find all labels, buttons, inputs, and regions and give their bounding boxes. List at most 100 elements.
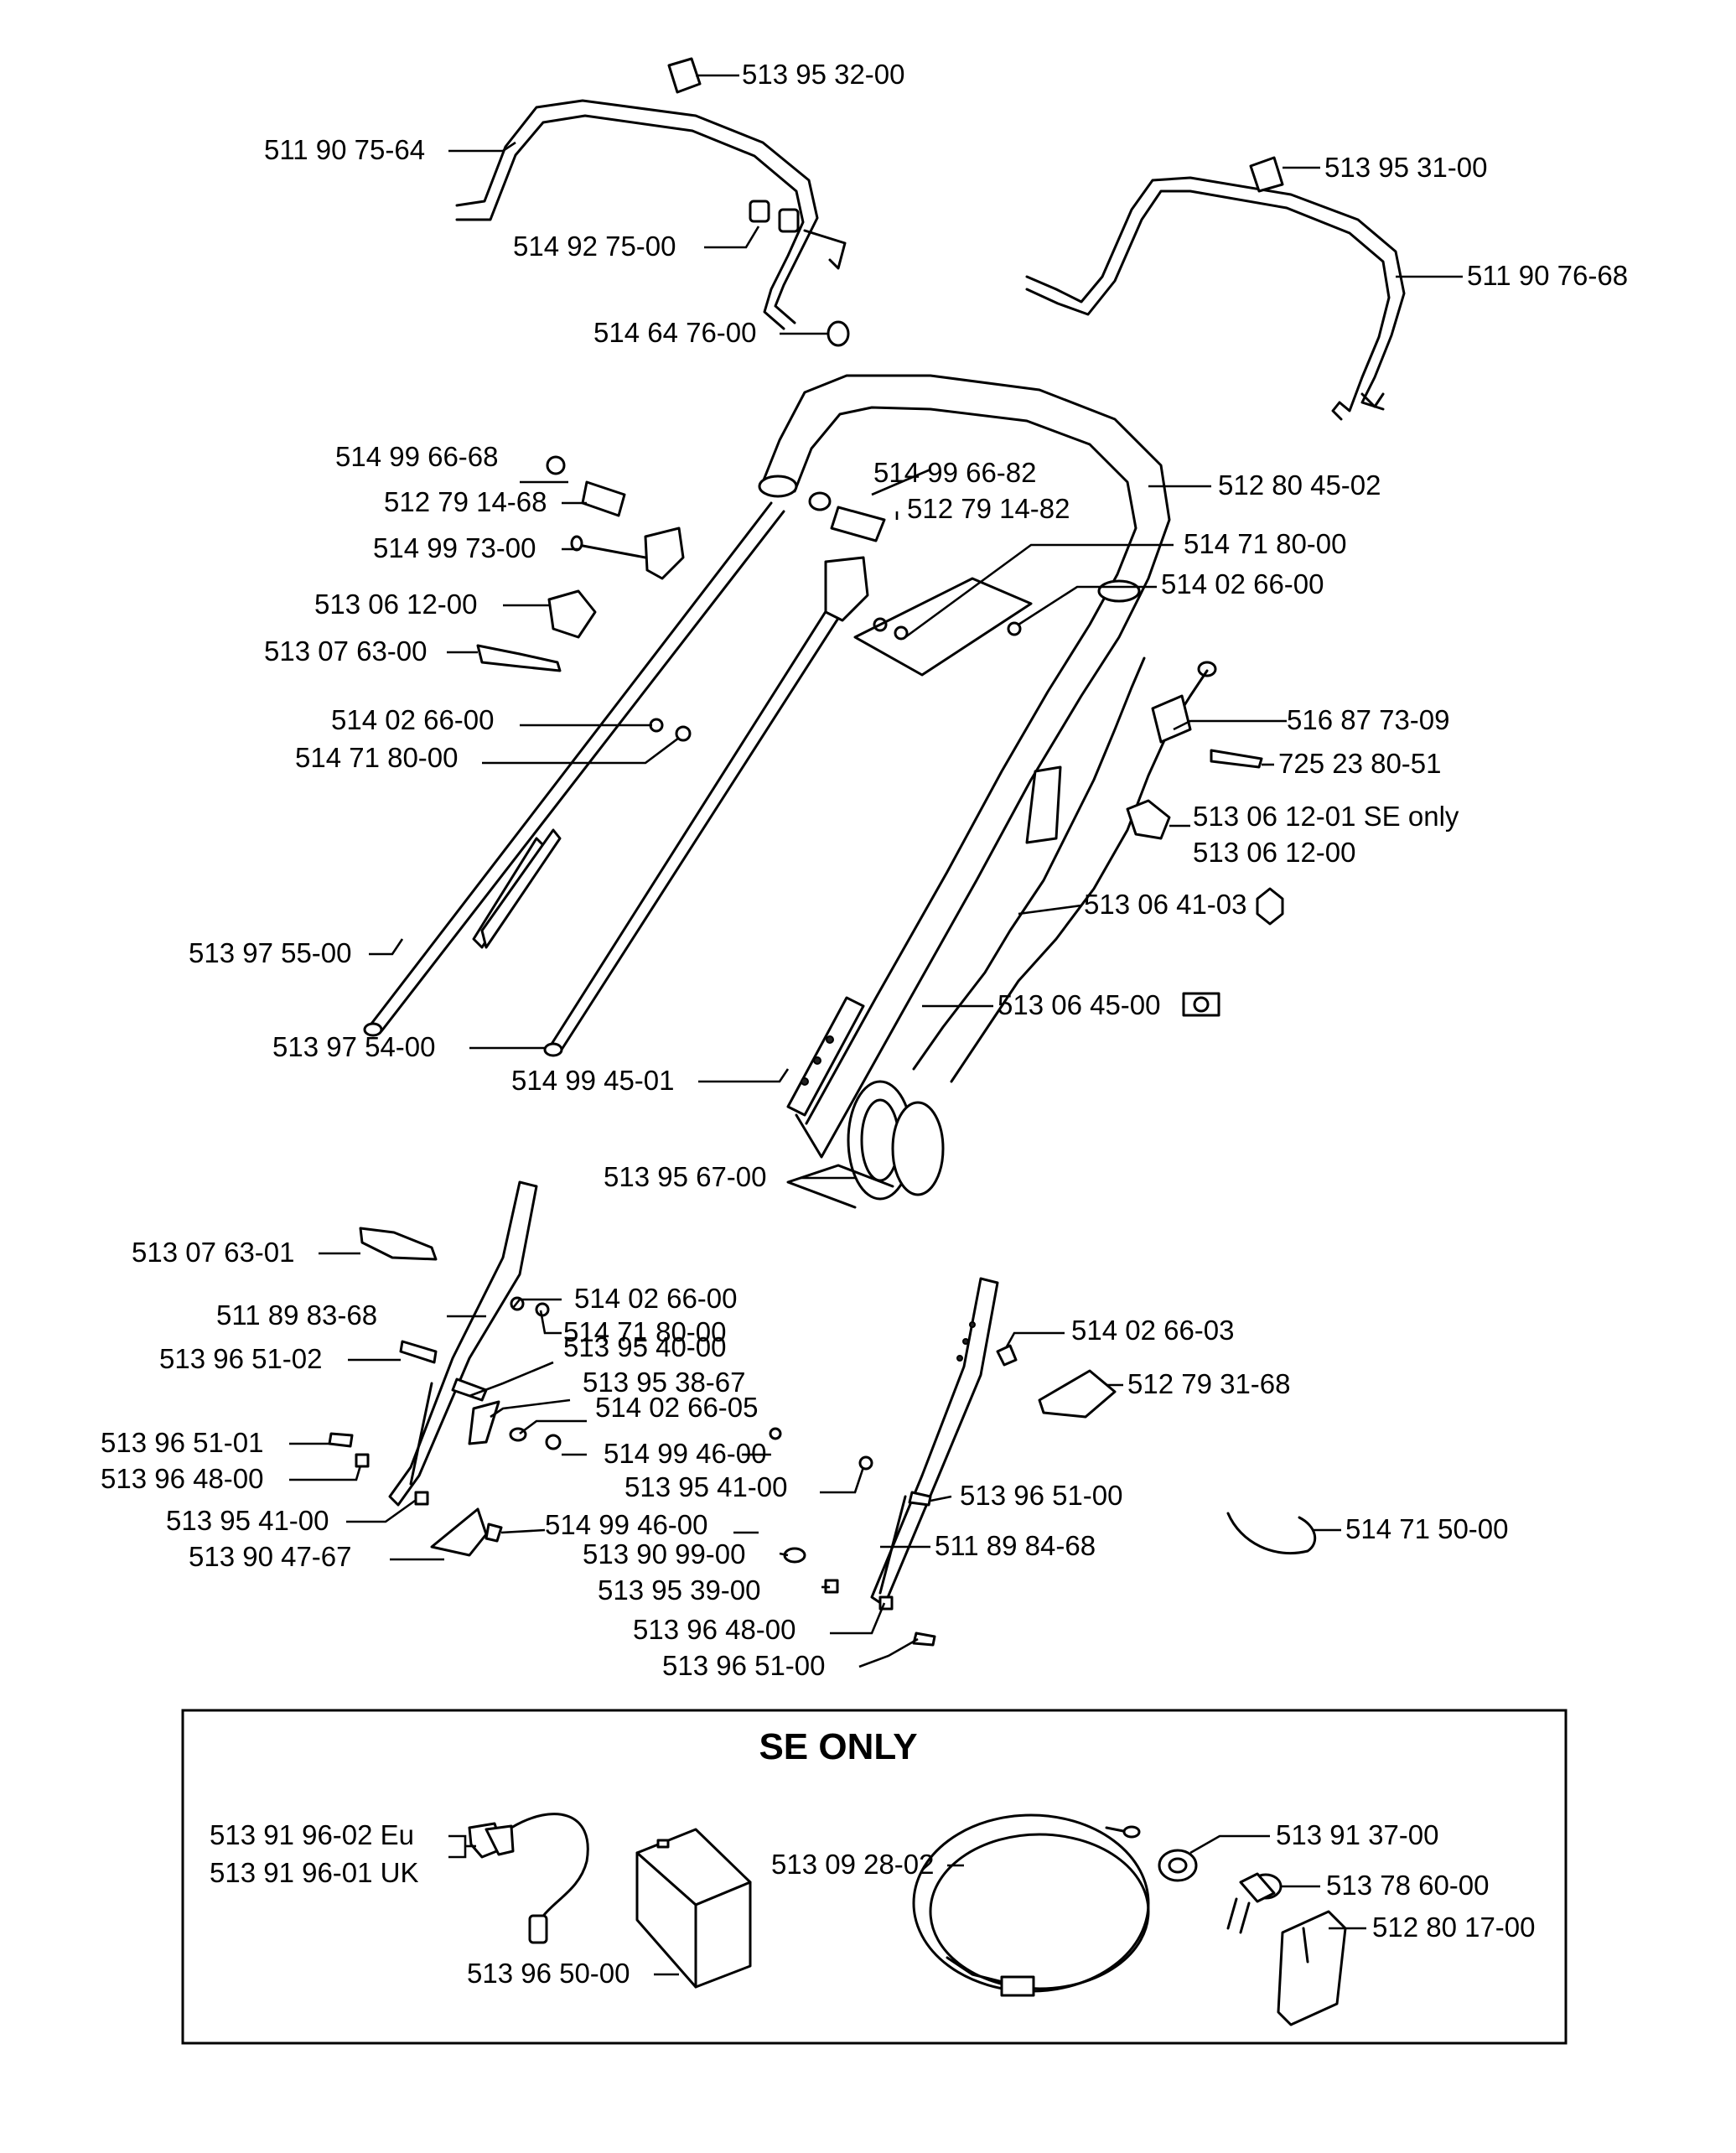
label-513953100: 513 95 31-00 bbox=[1324, 152, 1488, 183]
label-513953200: 513 95 32-00 bbox=[742, 59, 905, 90]
lever-513076301 bbox=[359, 1227, 438, 1261]
bolt-513965100a bbox=[908, 1491, 932, 1507]
label-511907668: 511 90 76-68 bbox=[1467, 260, 1628, 291]
label-514718000b: 514 71 80-00 bbox=[1184, 528, 1347, 559]
label-513913700: 513 91 37-00 bbox=[1276, 1819, 1439, 1850]
clamp-knob-right bbox=[1126, 799, 1171, 840]
label-513904767: 513 90 47-67 bbox=[189, 1541, 352, 1572]
upper-handle-left bbox=[455, 57, 850, 347]
label-513909900: 513 90 99-00 bbox=[583, 1538, 746, 1569]
clamp-bracket-right bbox=[824, 556, 869, 622]
label-513092802: 513 09 28-02 bbox=[771, 1849, 935, 1880]
se-only-frame bbox=[181, 1709, 1568, 2045]
label-513064103: 513 06 41-03 bbox=[1084, 889, 1247, 920]
bolt-513965102 bbox=[399, 1340, 438, 1364]
label-514927500: 514 92 75-00 bbox=[513, 231, 676, 262]
plate-512793168 bbox=[1038, 1369, 1117, 1419]
grip-cap-right bbox=[1249, 156, 1284, 193]
label-511898468: 511 89 84-68 bbox=[935, 1530, 1096, 1561]
clamp-knob-left bbox=[547, 589, 597, 639]
label-514996668: 514 99 66-68 bbox=[335, 441, 499, 472]
bolt-513965101 bbox=[328, 1432, 354, 1448]
label-514994600b: 514 99 46-00 bbox=[545, 1509, 708, 1540]
plate-513904767 bbox=[430, 1507, 488, 1557]
cap-left-small bbox=[546, 455, 566, 475]
label-513975500: 513 97 55-00 bbox=[189, 937, 352, 968]
label-514997300: 514 99 73-00 bbox=[373, 532, 536, 563]
label-514718000c: 514 71 80-00 bbox=[563, 1316, 727, 1347]
se-only-title: SE ONLY bbox=[759, 1726, 917, 1767]
part-labels: 513 95 32-00 511 90 75-64 514 92 75-00 5… bbox=[101, 59, 1628, 1989]
knob-nut-2 bbox=[778, 208, 800, 233]
bolt-725 bbox=[1210, 749, 1263, 769]
knob-nut bbox=[749, 200, 770, 223]
pin-513954000 bbox=[451, 1377, 488, 1402]
label-513919602: 513 91 96-02 Eu bbox=[210, 1819, 414, 1850]
plate-513953867 bbox=[468, 1400, 500, 1445]
label-511907564: 511 90 75-64 bbox=[264, 134, 425, 165]
label-513964800a: 513 96 48-00 bbox=[101, 1463, 264, 1494]
label-513965101: 513 96 51-01 bbox=[101, 1427, 264, 1458]
clamp-bracket-left bbox=[644, 527, 685, 580]
label-512804502: 512 80 45-02 bbox=[1218, 470, 1381, 501]
label-512791482: 512 79 14-82 bbox=[907, 493, 1070, 524]
label-513964800b: 513 96 48-00 bbox=[633, 1614, 796, 1645]
label-513953867: 513 95 38-67 bbox=[583, 1367, 746, 1398]
lower-right-bracket bbox=[783, 1277, 1317, 1647]
hexagon-icon bbox=[1256, 887, 1284, 926]
label-513064500: 513 06 45-00 bbox=[998, 989, 1161, 1020]
grip-cap-left bbox=[667, 57, 702, 94]
label-513076300: 513 07 63-00 bbox=[264, 636, 428, 667]
holder-bracket bbox=[1277, 1910, 1347, 2026]
lower-left-bracket bbox=[328, 1180, 782, 1557]
label-513954100a: 513 95 41-00 bbox=[166, 1505, 329, 1536]
label-514026605: 514 02 66-05 bbox=[595, 1392, 759, 1423]
label-513061200a: 513 06 12-00 bbox=[314, 589, 478, 620]
label-514994600a: 514 99 46-00 bbox=[604, 1438, 767, 1469]
cable-sleeve bbox=[1025, 765, 1062, 844]
label-513953900: 513 95 39-00 bbox=[598, 1575, 761, 1606]
label-725238051: 725 23 80-51 bbox=[1278, 748, 1442, 779]
cable-group bbox=[912, 656, 1263, 1083]
label-514715000: 514 71 50-00 bbox=[1345, 1513, 1509, 1544]
upper-fasteners bbox=[476, 455, 1033, 742]
label-514026600b: 514 02 66-00 bbox=[1161, 568, 1324, 599]
label-513954000: 513 95 40-00 bbox=[563, 1331, 727, 1362]
label-514026600a: 514 02 66-00 bbox=[331, 704, 495, 735]
upper-handle-right bbox=[1025, 156, 1406, 421]
se-only-panel: SE ONLY bbox=[181, 1709, 1568, 2045]
label-513975400: 513 97 54-00 bbox=[272, 1031, 436, 1062]
label-513061200b: 513 06 12-00 bbox=[1193, 837, 1356, 868]
cap-plug bbox=[827, 320, 850, 347]
label-512801700: 512 80 17-00 bbox=[1372, 1912, 1536, 1943]
label-513919601: 513 91 96-01 UK bbox=[210, 1857, 419, 1888]
spring-right bbox=[830, 506, 886, 542]
label-512793168: 512 79 31-68 bbox=[1127, 1368, 1291, 1399]
main-handle-frame bbox=[363, 374, 1171, 1159]
label-513956700: 513 95 67-00 bbox=[604, 1161, 767, 1192]
leader-lines bbox=[289, 74, 1463, 1668]
label-513965102: 513 96 51-02 bbox=[159, 1343, 323, 1374]
label-513061201: 513 06 12-01 SE only bbox=[1193, 801, 1459, 832]
label-512791468: 512 79 14-68 bbox=[384, 486, 547, 517]
label-514026603: 514 02 66-03 bbox=[1071, 1315, 1235, 1346]
label-513965000: 513 96 50-00 bbox=[467, 1958, 630, 1989]
clamp-lever-left bbox=[476, 644, 562, 672]
label-513076301: 513 07 63-01 bbox=[132, 1237, 295, 1268]
adjuster-wheel bbox=[786, 1080, 945, 1209]
label-514994501: 514 99 45-01 bbox=[511, 1065, 675, 1096]
label-514026600c: 514 02 66-00 bbox=[574, 1283, 738, 1314]
label-511898368: 511 89 83-68 bbox=[216, 1300, 377, 1331]
label-513786000: 513 78 60-00 bbox=[1326, 1870, 1490, 1901]
spring-left bbox=[581, 480, 626, 517]
label-513954100b: 513 95 41-00 bbox=[624, 1471, 788, 1502]
label-516877309: 516 87 73-09 bbox=[1287, 704, 1450, 735]
label-513965100a: 513 96 51-00 bbox=[662, 1650, 826, 1681]
label-514647600: 514 64 76-00 bbox=[593, 317, 757, 348]
cable-clip bbox=[1151, 694, 1192, 744]
cap-right-small bbox=[808, 491, 832, 511]
switch-nut bbox=[1158, 1849, 1198, 1882]
label-514996682: 514 99 66-82 bbox=[873, 457, 1037, 488]
label-513965100b: 513 96 51-00 bbox=[960, 1480, 1123, 1511]
